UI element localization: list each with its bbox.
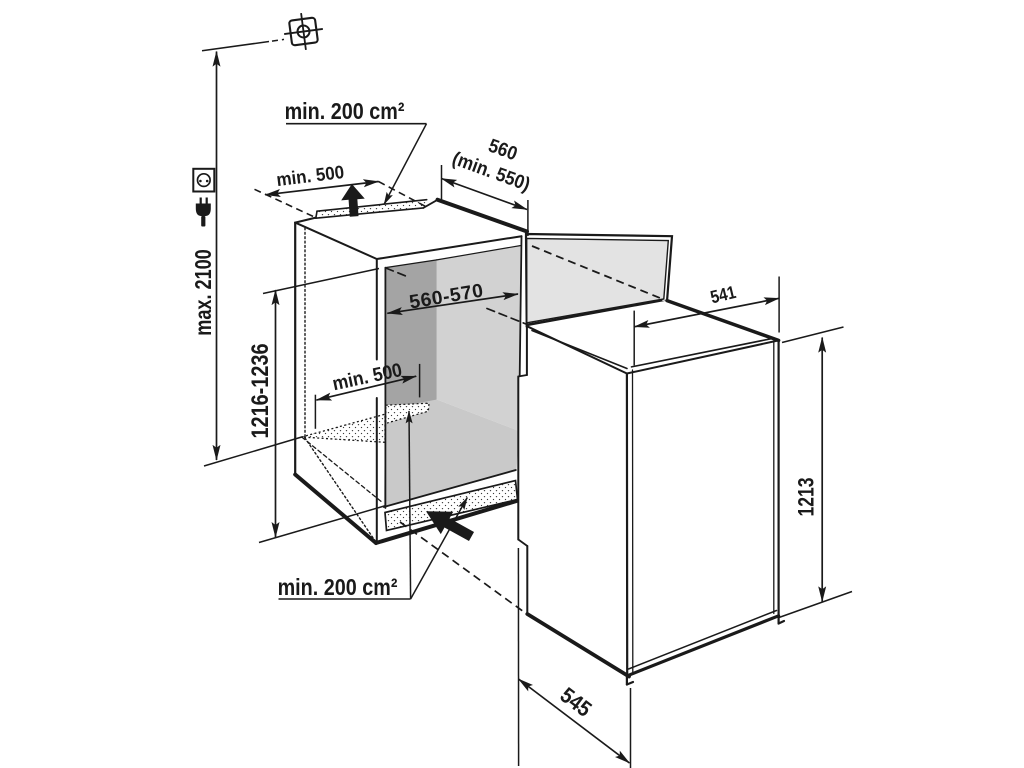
svg-text:1213: 1213 [795, 477, 820, 516]
svg-text:1216-1236: 1216-1236 [246, 343, 273, 438]
svg-text:max. 2100: max. 2100 [191, 249, 217, 336]
svg-text:min. 200 cm²: min. 200 cm² [278, 573, 398, 600]
svg-text:min. 200 cm²: min. 200 cm² [285, 97, 405, 124]
